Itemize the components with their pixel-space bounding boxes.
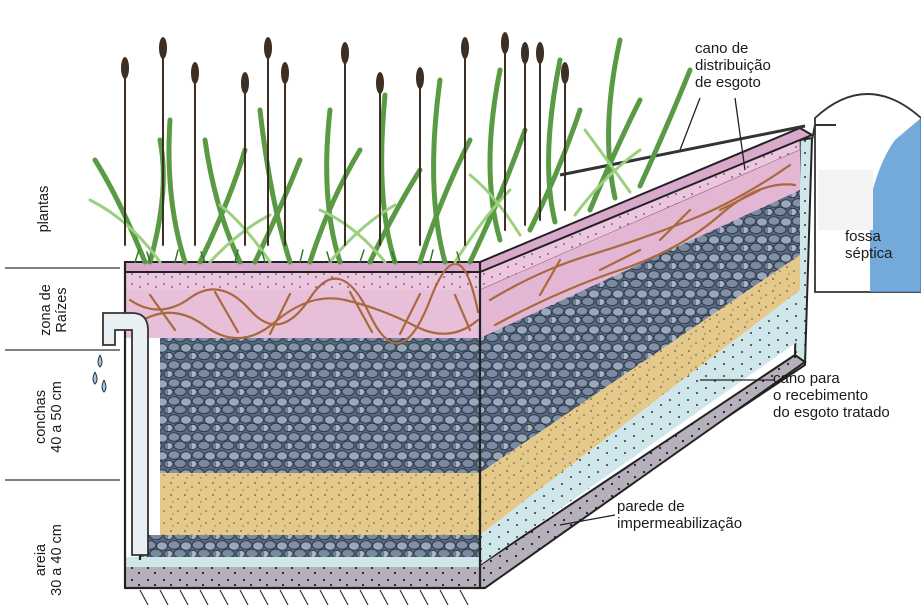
fossa-septica	[812, 94, 921, 292]
layer-label-conchas: conchas 40 a 50 cm	[33, 362, 67, 472]
label-cano-recebimento: cano para o recebimento do esgoto tratad…	[773, 370, 890, 421]
layer-label-zona-raizes: zona de Raízes	[38, 270, 72, 350]
layer-label-areia: areia 30 a 40 cm	[33, 505, 67, 615]
water-drops	[93, 355, 106, 392]
ground-hatching	[140, 590, 468, 605]
label-cano-distribuicao: cano de distribuição de esgoto	[695, 40, 771, 91]
sand-layer-front	[160, 473, 480, 535]
label-parede-impermeabilizacao: parede de impermeabilização	[617, 498, 742, 532]
bottom-stone-strip	[140, 535, 480, 557]
water-film	[125, 557, 480, 567]
stone-layer-front	[160, 338, 480, 473]
layer-label-plantas: plantas	[36, 169, 54, 249]
outlet-pipe	[93, 313, 148, 555]
label-fossa-septica: fossa séptica	[845, 228, 893, 262]
